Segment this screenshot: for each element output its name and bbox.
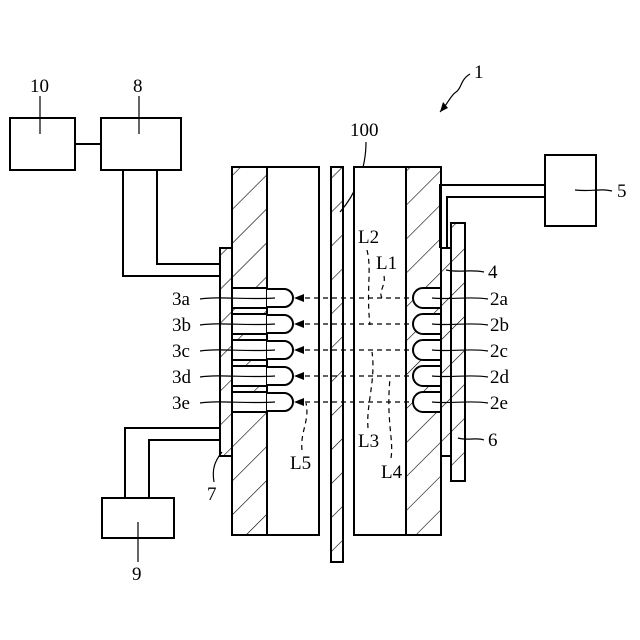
figure-number-label: 1 xyxy=(474,62,484,83)
receiver-label-2c: 2c xyxy=(490,341,508,362)
emitter-leader-3d xyxy=(200,376,275,377)
cable-8-inner xyxy=(157,170,220,264)
block-5-label: 5 xyxy=(617,181,627,202)
substrate-100 xyxy=(331,167,343,562)
block-9-label: 9 xyxy=(132,564,142,585)
emitter-leader-3b xyxy=(200,324,275,325)
emitter-label-3d: 3d xyxy=(172,367,192,388)
block-10-label: 10 xyxy=(30,76,49,97)
light-path-label-L5: L5 xyxy=(290,453,311,474)
receiver-label-2a: 2a xyxy=(490,289,509,310)
block-5-leader xyxy=(575,190,612,191)
emitter-label-3b: 3b xyxy=(172,315,191,336)
light-path-label-L1: L1 xyxy=(376,253,397,274)
emitter-leader-3e xyxy=(200,402,275,403)
receiver-label-2d: 2d xyxy=(490,367,510,388)
light-path-label-L2: L2 xyxy=(358,227,379,248)
part-6-plate xyxy=(451,223,465,481)
block-8-label: 8 xyxy=(133,76,143,97)
part-7-label: 7 xyxy=(207,484,217,505)
block-8 xyxy=(101,118,181,170)
cable-9-outer xyxy=(125,428,220,498)
emitter-leader-3c xyxy=(200,350,275,351)
part-4-label: 4 xyxy=(488,262,498,283)
light-path-label-L4: L4 xyxy=(381,462,403,483)
receiver-label-2e: 2e xyxy=(490,393,508,414)
part-4-plate xyxy=(441,248,451,456)
emitter-leader-3a xyxy=(200,298,275,299)
part-6-label: 6 xyxy=(488,430,498,451)
part-7-plate xyxy=(220,248,232,456)
substrate-label: 100 xyxy=(350,120,379,141)
emitter-label-3e: 3e xyxy=(172,393,190,414)
cable-8-outer xyxy=(123,170,220,276)
light-path-label-L3: L3 xyxy=(358,431,379,452)
emitter-label-3c: 3c xyxy=(172,341,190,362)
block-10 xyxy=(10,118,75,170)
emitter-label-3a: 3a xyxy=(172,289,191,310)
receiver-label-2b: 2b xyxy=(490,315,509,336)
